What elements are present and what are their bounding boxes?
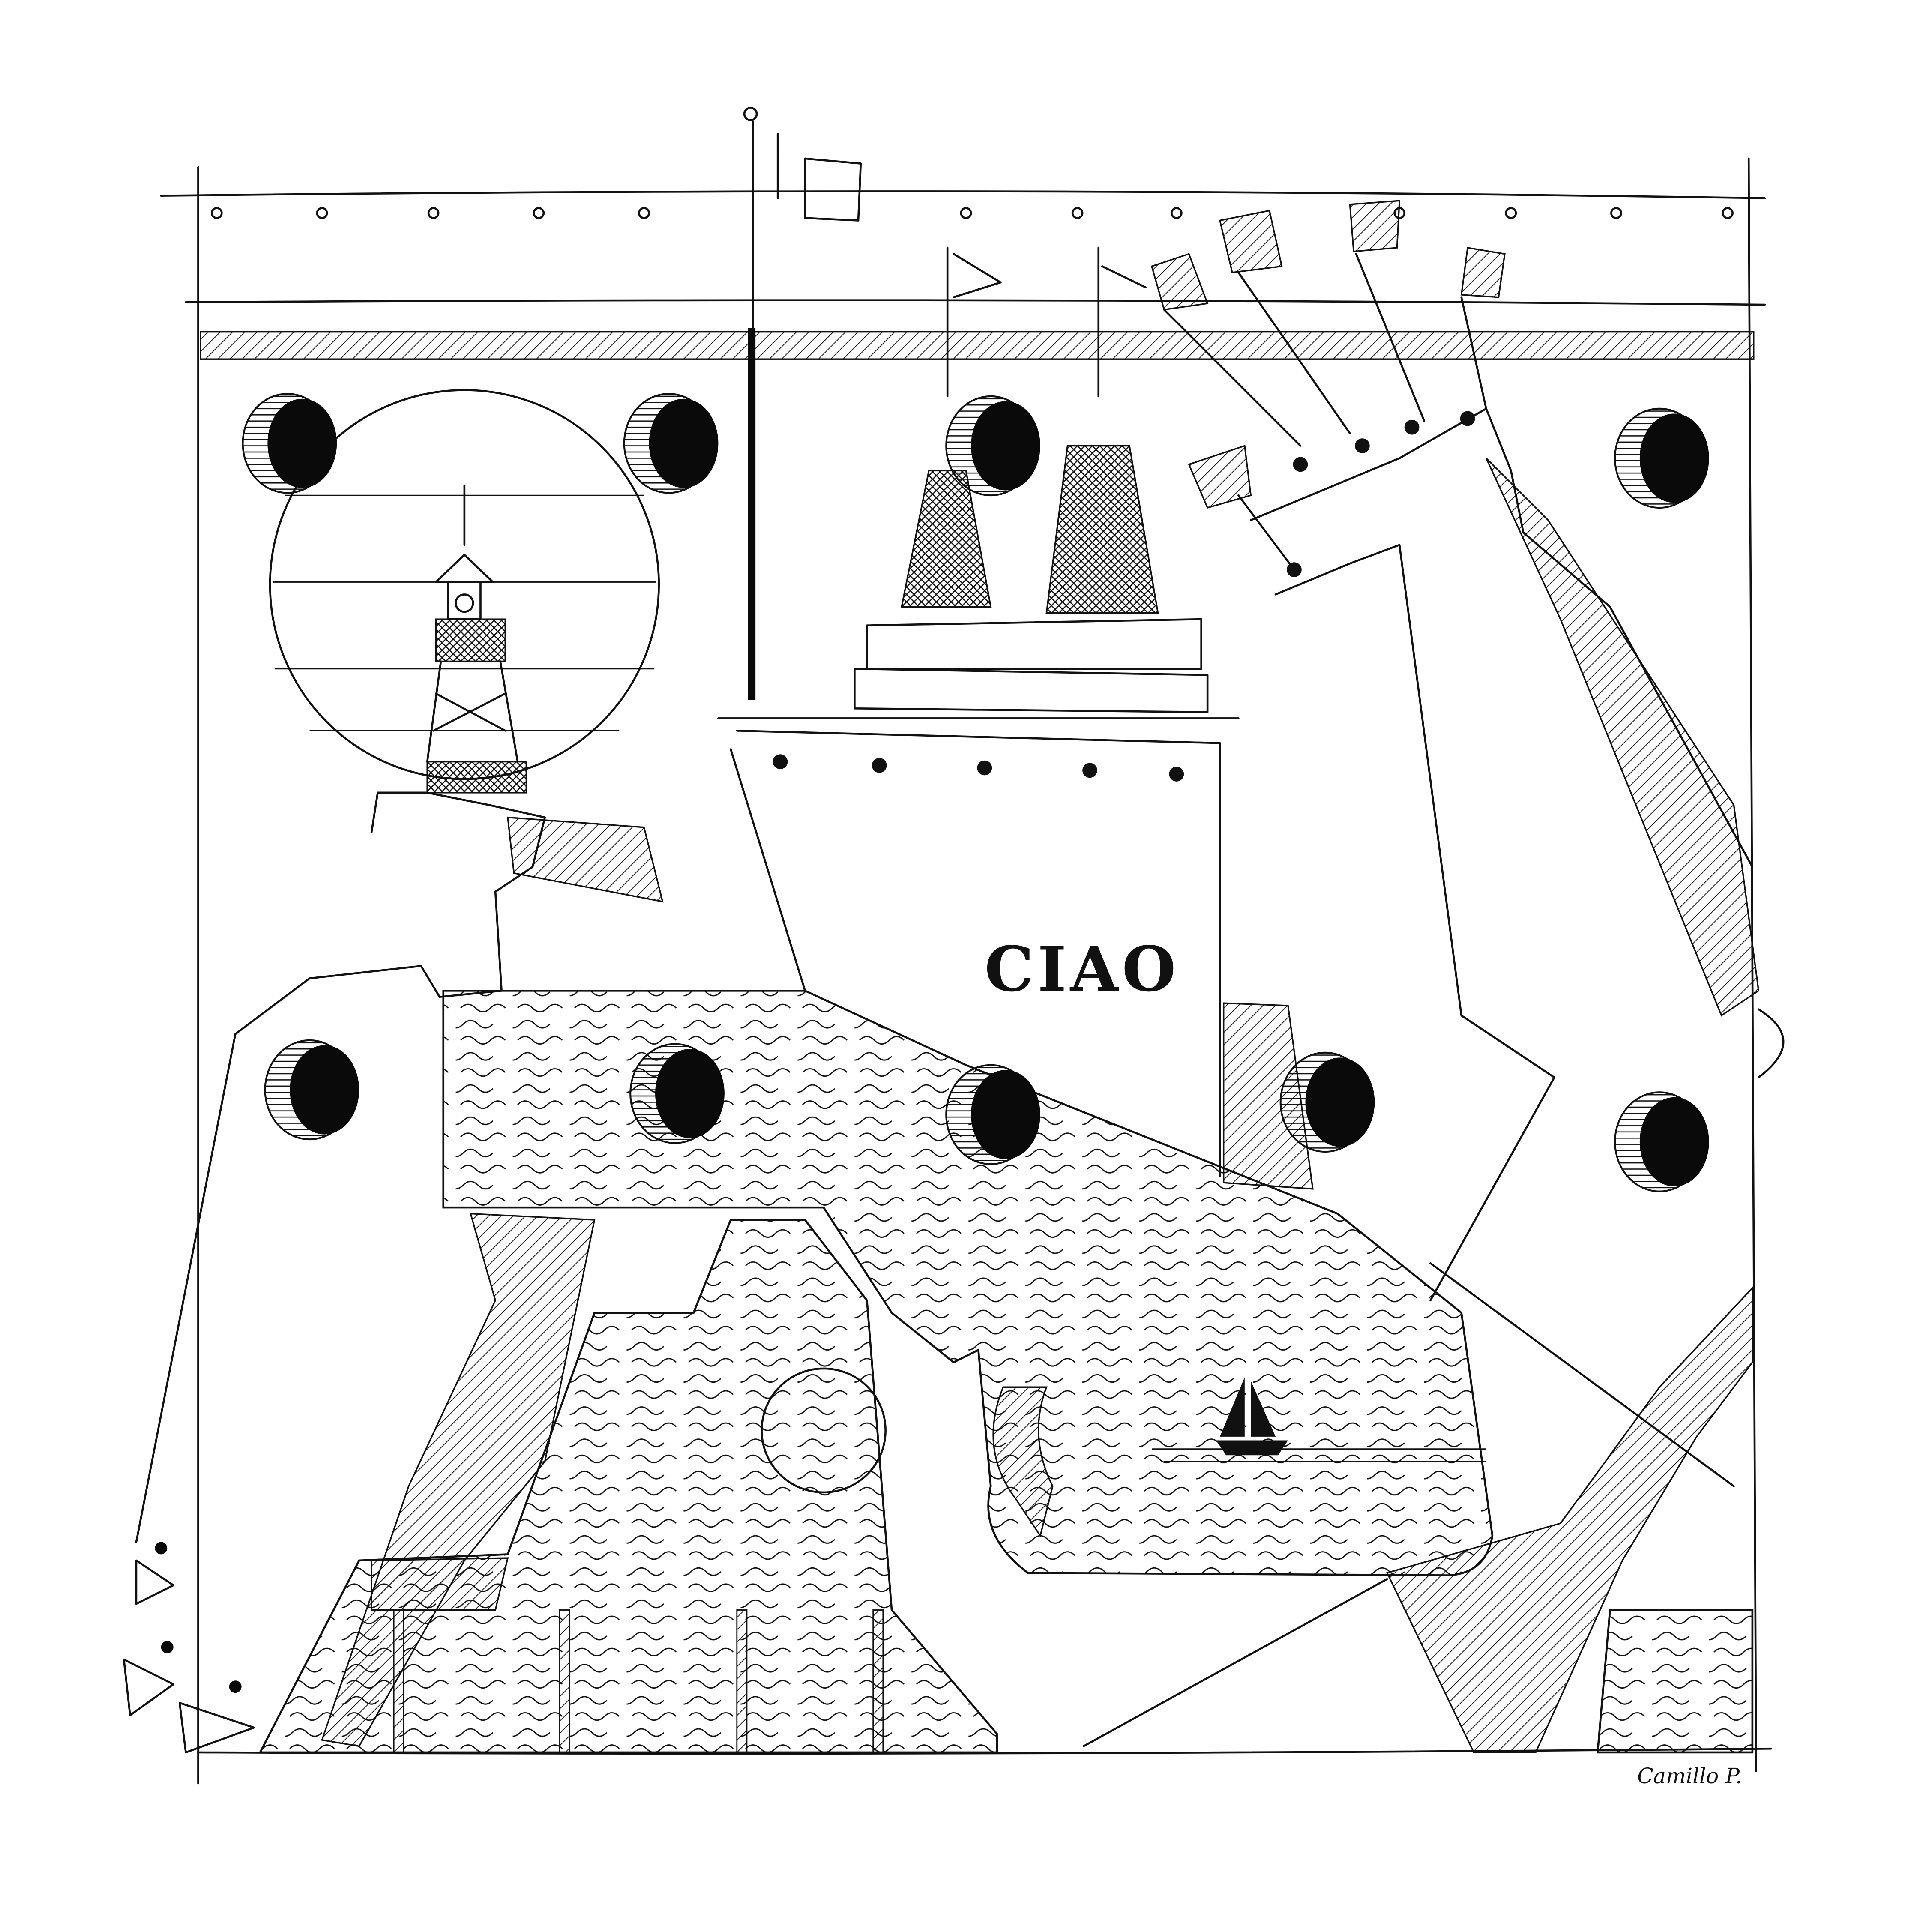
rivets <box>210 207 1734 219</box>
mast <box>743 107 862 700</box>
ship: CIAO <box>717 246 1240 1178</box>
artist-signature: Camillo P. <box>1637 1764 1742 1788</box>
globe-lighthouse <box>269 389 660 794</box>
hand <box>1150 200 1785 1302</box>
pier <box>258 1219 1754 1754</box>
ship-name-text: CIAO <box>985 933 1180 1006</box>
sailboat <box>1152 1377 1486 1462</box>
fish-heads <box>123 1542 255 1754</box>
